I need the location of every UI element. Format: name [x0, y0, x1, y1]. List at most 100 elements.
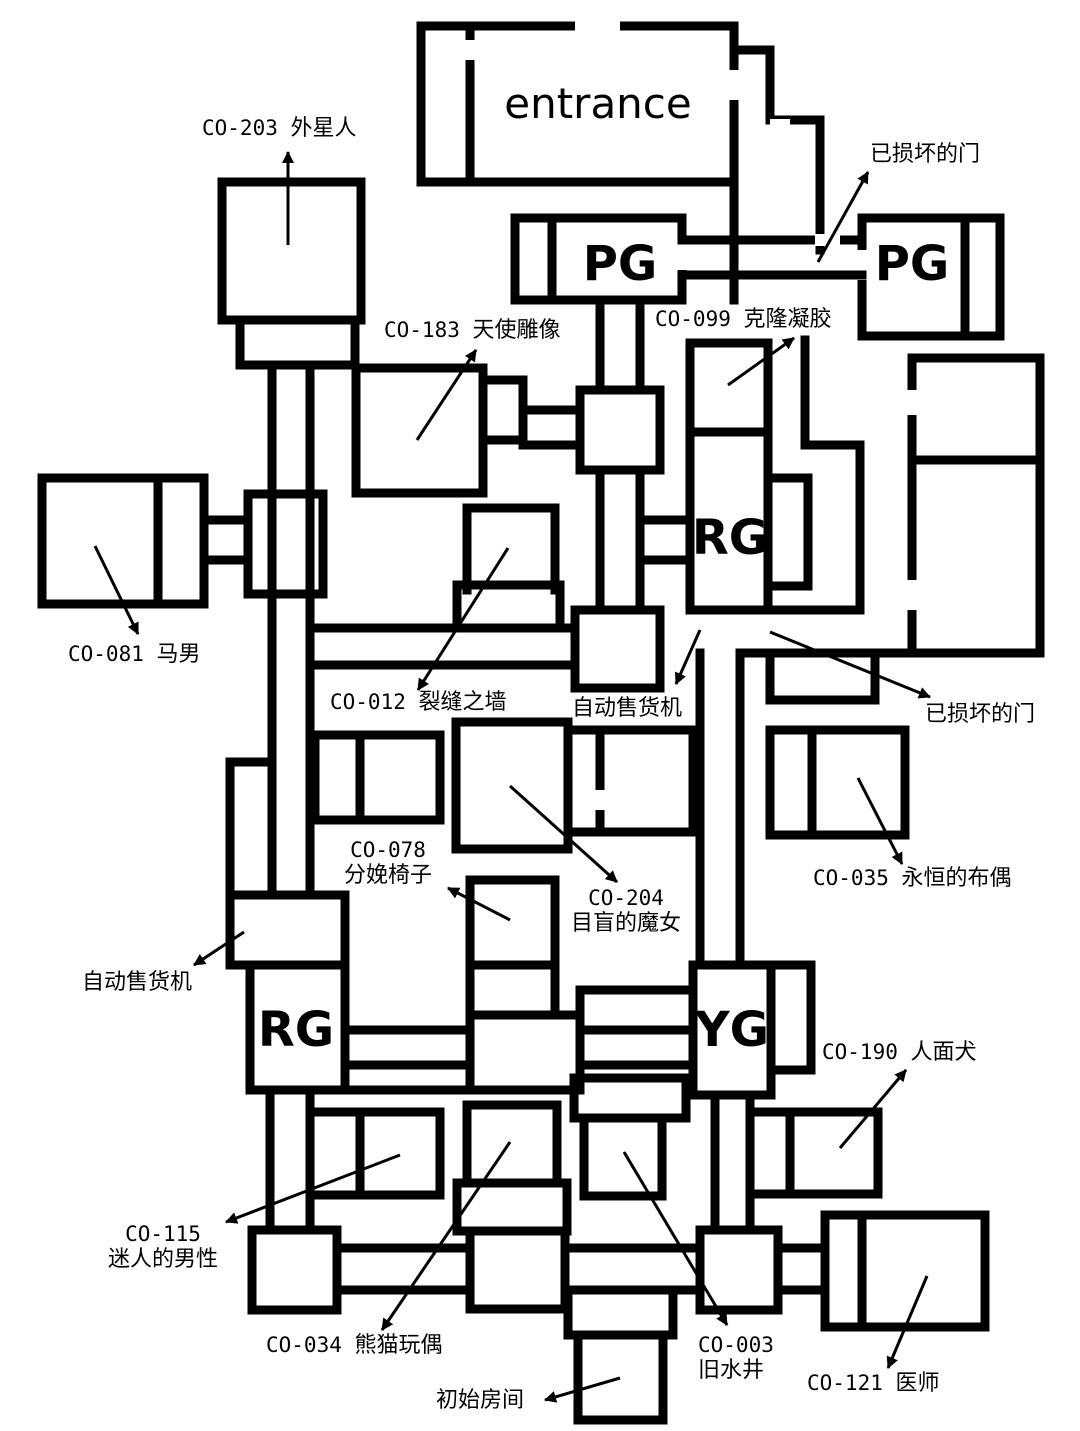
code-co012: CO-012: [330, 690, 406, 714]
label-co099: CO-099 克隆凝胶: [655, 307, 832, 333]
arrow-co204: [508, 784, 619, 884]
name-co115: 迷人的男性: [108, 1247, 219, 1273]
middle-corridors: [305, 295, 665, 693]
label-broken-door-2: 已损坏的门: [925, 702, 1035, 728]
left-corridor: [225, 360, 315, 900]
code-co035: CO-035: [813, 866, 889, 890]
pg-left-label: PG: [583, 236, 658, 292]
arrow-co003: [622, 1151, 729, 1326]
room-left-mid: [310, 730, 445, 825]
room-co081: [37, 473, 328, 609]
label-co078: CO-078 分娩椅子: [344, 838, 432, 890]
label-co035: CO-035 永恒的布偶: [813, 866, 1012, 892]
rg-lower-label: RG: [258, 1002, 334, 1058]
arrow-co183: [415, 349, 478, 441]
arrow-co115: [225, 1153, 401, 1224]
entrance-corridor: [729, 45, 825, 305]
label-co034: CO-034 熊猫玩偶: [266, 1333, 443, 1359]
code-co203: CO-203: [202, 116, 278, 140]
arrow-co190: [838, 1069, 908, 1149]
code-co099: CO-099: [655, 307, 731, 331]
name-co183: 天使雕像: [472, 318, 561, 343]
code-co078: CO-078: [350, 838, 426, 862]
name-co203: 外星人: [290, 116, 357, 141]
room-co183: [351, 363, 585, 498]
arrow-co034: [380, 1141, 512, 1331]
right-complex: [763, 335, 1045, 658]
rg-lower-room: RG: [225, 890, 475, 1095]
arrow-co081: [93, 545, 140, 635]
name-co099: 克隆凝胶: [743, 307, 832, 332]
arrow-co099: [727, 336, 795, 387]
label-broken-door-1: 已损坏的门: [870, 142, 980, 168]
entrance-label: entrance: [504, 79, 691, 128]
bottom-corridor: [247, 1225, 830, 1315]
arrow-broken-door-1: [816, 171, 870, 263]
name-vending-1: 自动售货机: [572, 696, 683, 721]
label-co115: CO-115 迷人的男性: [108, 1222, 218, 1274]
label-co121: CO-121 医师: [807, 1371, 940, 1397]
code-co115: CO-115: [125, 1222, 201, 1246]
label-co012: CO-012 裂缝之墙: [330, 690, 507, 716]
code-co121: CO-121: [807, 1371, 883, 1395]
name-co121: 医师: [895, 1371, 940, 1396]
arrow-vending-2: [193, 930, 245, 967]
yg-label: YG: [694, 1002, 769, 1058]
room-co012: [452, 503, 565, 633]
arrow-co012: [416, 547, 510, 691]
code-co034: CO-034: [266, 1333, 342, 1357]
name-co035: 永恒的布偶: [901, 866, 1012, 891]
code-co183: CO-183: [384, 318, 460, 342]
label-co183: CO-183 天使雕像: [384, 318, 561, 344]
entrance-room: entrance: [416, 14, 740, 187]
room-co034: [452, 1100, 572, 1236]
arrow-co078: [447, 886, 511, 922]
label-co190: CO-190 人面犬: [822, 1040, 977, 1066]
arrow-co035: [856, 777, 904, 865]
code-co003: CO-003: [698, 1333, 774, 1357]
annotation-arrows: [93, 151, 931, 1403]
name-co081: 马男: [156, 642, 201, 667]
arrow-vending-1: [674, 629, 702, 685]
pg-link-corridor: [677, 234, 867, 280]
label-co203: CO-203 外星人: [202, 116, 357, 142]
name-broken-door-2: 已损坏的门: [925, 702, 1036, 727]
room-co035: [765, 725, 910, 840]
name-co012: 裂缝之墙: [418, 690, 507, 715]
arrow-co121: [886, 1275, 929, 1369]
pg-right-label: PG: [875, 236, 950, 292]
room-start: [563, 1285, 678, 1425]
central-corridor: [695, 648, 1045, 970]
arrow-start-room: [544, 1376, 621, 1403]
name-co003: 旧水井: [698, 1358, 765, 1384]
name-co034: 熊猫玩偶: [354, 1333, 443, 1358]
room-co204: [451, 717, 698, 854]
room-co190: [745, 1107, 883, 1199]
rg-upper-label: RG: [692, 510, 768, 566]
label-vending-1: 自动售货机: [572, 696, 682, 722]
name-start-room: 初始房间: [436, 1388, 525, 1413]
code-co081: CO-081: [68, 642, 144, 666]
label-vending-2: 自动售货机: [82, 970, 192, 996]
code-co190: CO-190: [822, 1040, 898, 1064]
name-broken-door-1: 已损坏的门: [870, 142, 981, 167]
name-co078: 分娩椅子: [344, 863, 433, 889]
label-co204: CO-204 目盲的魔女: [571, 886, 681, 938]
pg-room-left: PG: [510, 213, 688, 305]
room-co121: [820, 1210, 990, 1332]
room-co115: [305, 1107, 445, 1200]
name-vending-2: 自动售货机: [82, 970, 193, 995]
name-co204: 目盲的魔女: [571, 911, 682, 937]
label-co081: CO-081 马男: [68, 642, 201, 668]
room-co203: [217, 177, 366, 370]
label-start-room: 初始房间: [436, 1388, 524, 1414]
rg-upper-room: RG: [635, 338, 813, 615]
room-co003: [569, 1073, 691, 1201]
room-co078: [465, 875, 560, 1020]
code-co204: CO-204: [588, 886, 664, 910]
name-co190: 人面犬: [910, 1040, 977, 1065]
label-co003: CO-003 旧水井: [698, 1333, 774, 1385]
arrow-broken-door-2: [769, 630, 931, 699]
pg-room-right: PG: [856, 213, 1005, 341]
